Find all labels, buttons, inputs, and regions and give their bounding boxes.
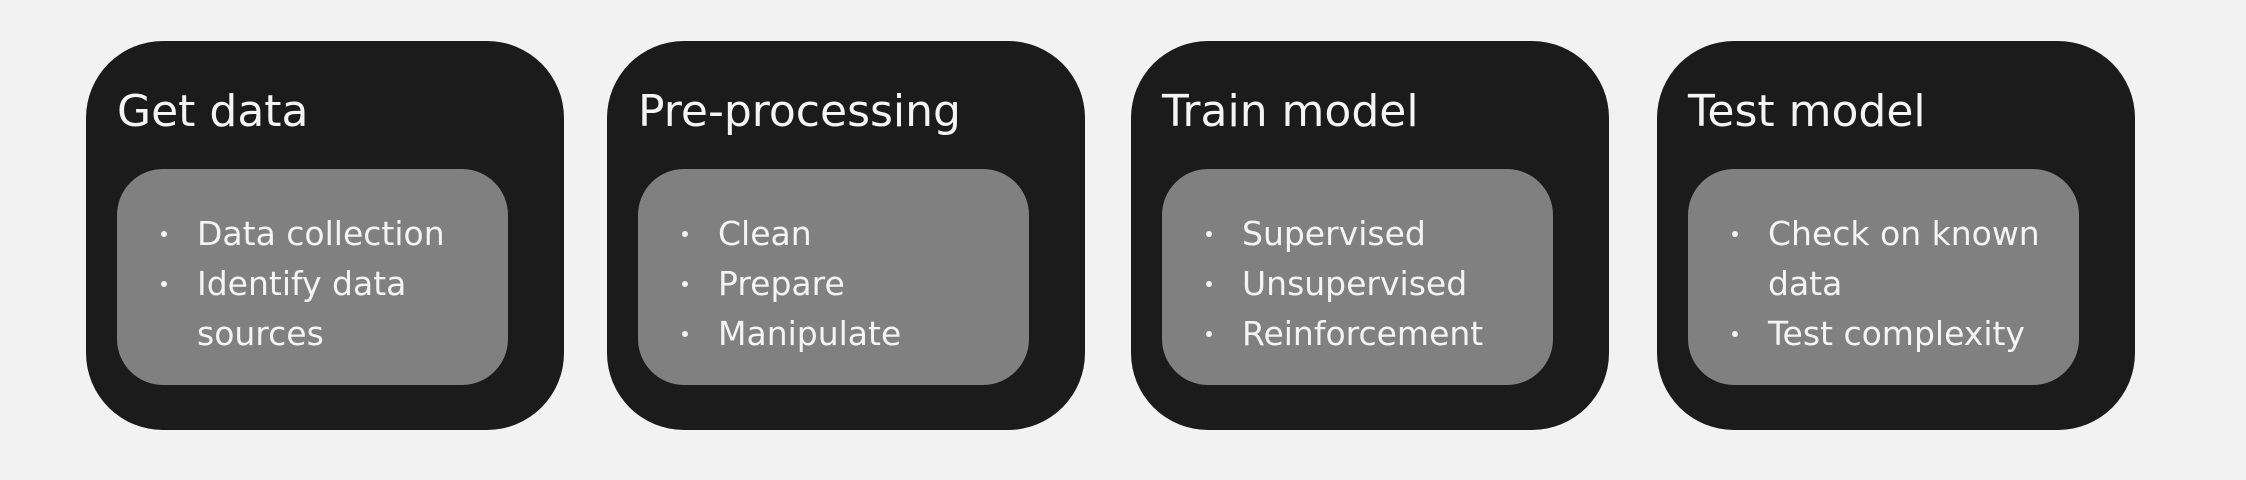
stage-details-box: Check on known data Test complexity [1688,169,2079,385]
stage-item: Manipulate [682,309,1017,359]
stage-item: Reinforcement [1206,309,1541,359]
stage-item: Clean [682,209,1017,259]
stage-item: Check on known data [1732,209,2067,309]
stage-item: Supervised [1206,209,1541,259]
stage-item-list: Clean Prepare Manipulate [682,209,1017,359]
stage-item: Prepare [682,259,1017,309]
stage-details-box: Supervised Unsupervised Reinforcement [1162,169,1553,385]
stage-card-pre-processing: Pre-processing Clean Prepare Manipulate [607,41,1085,430]
stage-title: Test model [1688,86,1926,137]
stage-details-box: Clean Prepare Manipulate [638,169,1029,385]
stage-item: Unsupervised [1206,259,1541,309]
stage-item-list: Supervised Unsupervised Reinforcement [1206,209,1541,359]
stage-title: Get data [117,86,309,137]
stage-item: Identify data sources [161,259,496,359]
stage-item-list: Check on known data Test complexity [1732,209,2067,359]
stage-card-test-model: Test model Check on known data Test comp… [1657,41,2135,430]
stage-item: Test complexity [1732,309,2067,359]
stage-item-list: Data collection Identify data sources [161,209,496,359]
stage-title: Pre-processing [638,86,961,137]
stage-details-box: Data collection Identify data sources [117,169,508,385]
stage-card-get-data: Get data Data collection Identify data s… [86,41,564,430]
stage-card-train-model: Train model Supervised Unsupervised Rein… [1131,41,1609,430]
stage-title: Train model [1162,86,1419,137]
stage-item: Data collection [161,209,496,259]
